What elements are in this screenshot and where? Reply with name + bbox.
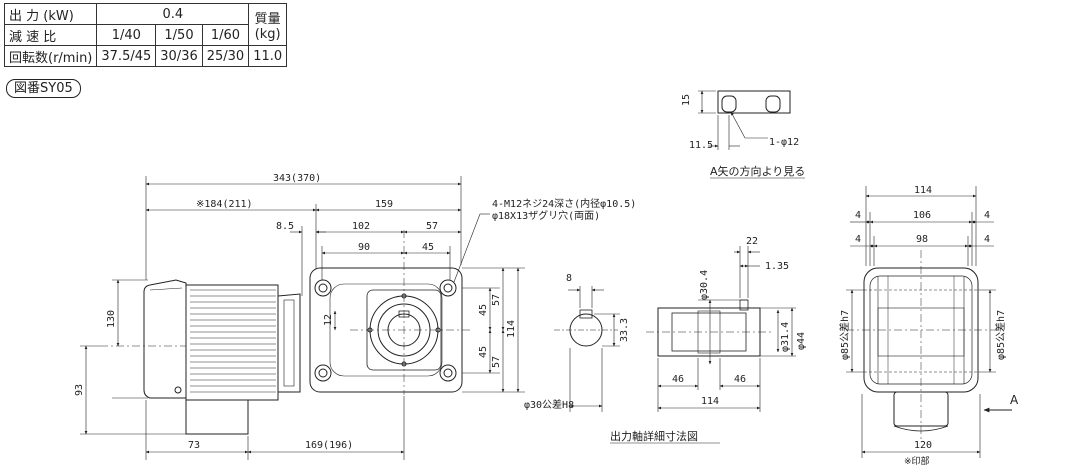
front-note-counterbore: φ18X13ザグリ穴(両面) (492, 209, 600, 222)
front-dim-57a: 57 (491, 294, 502, 306)
front-dim-93: 93 (74, 384, 85, 396)
mass-label: 質量 (254, 11, 281, 27)
shaft-dim-114: 114 (701, 396, 719, 407)
ratio-cell: 1/50 (155, 24, 203, 46)
shaft-end-view (554, 286, 620, 412)
shaft-dim-46a: 46 (672, 374, 684, 385)
side-dim-4a: 4 (855, 210, 861, 221)
speed-cell: 30/36 (155, 45, 203, 67)
figure-id-badge: 図番SY05 (6, 79, 81, 98)
output-label: 出 力 (kW) (3, 3, 98, 25)
view-a-dim-15: 15 (681, 94, 692, 106)
shaft-dim-30-4: φ30.4 (699, 270, 710, 300)
front-dim-57b: 57 (491, 356, 502, 368)
front-dim-45b: 45 (478, 346, 489, 358)
front-dim-130: 130 (106, 310, 117, 328)
side-dim-4d: 4 (984, 234, 990, 245)
shaft-dim-8: 8 (566, 273, 572, 284)
front-dim-102: 102 (352, 221, 370, 232)
front-dim-45: 45 (422, 242, 434, 253)
front-dim-114: 114 (506, 320, 517, 338)
shaft-dim-31-4: φ31.4 (780, 322, 791, 352)
shaft-hole-dia: φ30公差H8 (524, 398, 574, 411)
front-dim-343: 343(370) (273, 173, 321, 184)
ratio-cell: 1/60 (201, 24, 250, 46)
shaft-dim-1-35: 1.35 (765, 261, 789, 272)
view-a-drawing (698, 90, 791, 150)
side-dim-120: 120 (914, 440, 932, 451)
ratio-label: 減 速 比 (3, 24, 98, 46)
front-dim-169: 169(196) (305, 440, 353, 451)
view-a-dim-11-5: 11.5 (689, 140, 713, 151)
ratio-cell: 1/40 (96, 24, 157, 46)
side-dim-106: 106 (913, 210, 931, 221)
speed-label: 回転数(r/min) (3, 45, 98, 67)
mass-unit: (kg) (254, 26, 281, 42)
side-note: ※印部 (904, 455, 930, 467)
side-dim-4c: 4 (855, 234, 861, 245)
side-dim-114: 114 (914, 185, 932, 196)
front-note-tapped-holes: 4-M12ネジ24深さ(内径φ10.5) (492, 197, 636, 210)
front-dim-159: 159 (375, 199, 393, 210)
front-dim-57: 57 (426, 221, 438, 232)
view-a-caption: A矢の方向より見る (710, 164, 805, 178)
front-dim-45a: 45 (478, 304, 489, 316)
front-dim-73: 73 (188, 440, 200, 451)
side-dia-right: φ85公差h7 (994, 310, 1007, 360)
shaft-dim-46b: 46 (734, 374, 746, 385)
side-dim-4b: 4 (984, 210, 990, 221)
front-view-dimensions (80, 176, 525, 460)
spec-table: 出 力 (kW) 0.4 質量 (kg) 減 速 比 1/40 1/50 1/6… (3, 3, 288, 67)
side-view-drawing (846, 250, 1000, 440)
side-dim-98: 98 (916, 234, 928, 245)
speed-cell: 25/30 (201, 45, 250, 67)
front-dim-12: 12 (323, 314, 334, 326)
mass-value: 11.0 (248, 45, 288, 67)
shaft-side-view (646, 246, 796, 412)
front-dim-184: ※184(211) (196, 199, 253, 210)
view-a-hole: 1-φ12 (769, 137, 799, 148)
shaft-dim-44: φ44 (796, 332, 807, 350)
front-view-drawing (100, 230, 470, 435)
side-view-dimensions (846, 186, 1012, 458)
shaft-caption: 出力軸詳細寸法図 (610, 429, 698, 443)
shaft-dim-33-3: 33.3 (619, 318, 630, 342)
front-dim-8-5: 8.5 (276, 221, 294, 232)
shaft-dim-22: 22 (746, 236, 758, 247)
side-dia-left: φ85公差h7 (838, 310, 851, 360)
front-dim-90: 90 (358, 242, 370, 253)
side-arrow-label: A (1010, 393, 1019, 407)
